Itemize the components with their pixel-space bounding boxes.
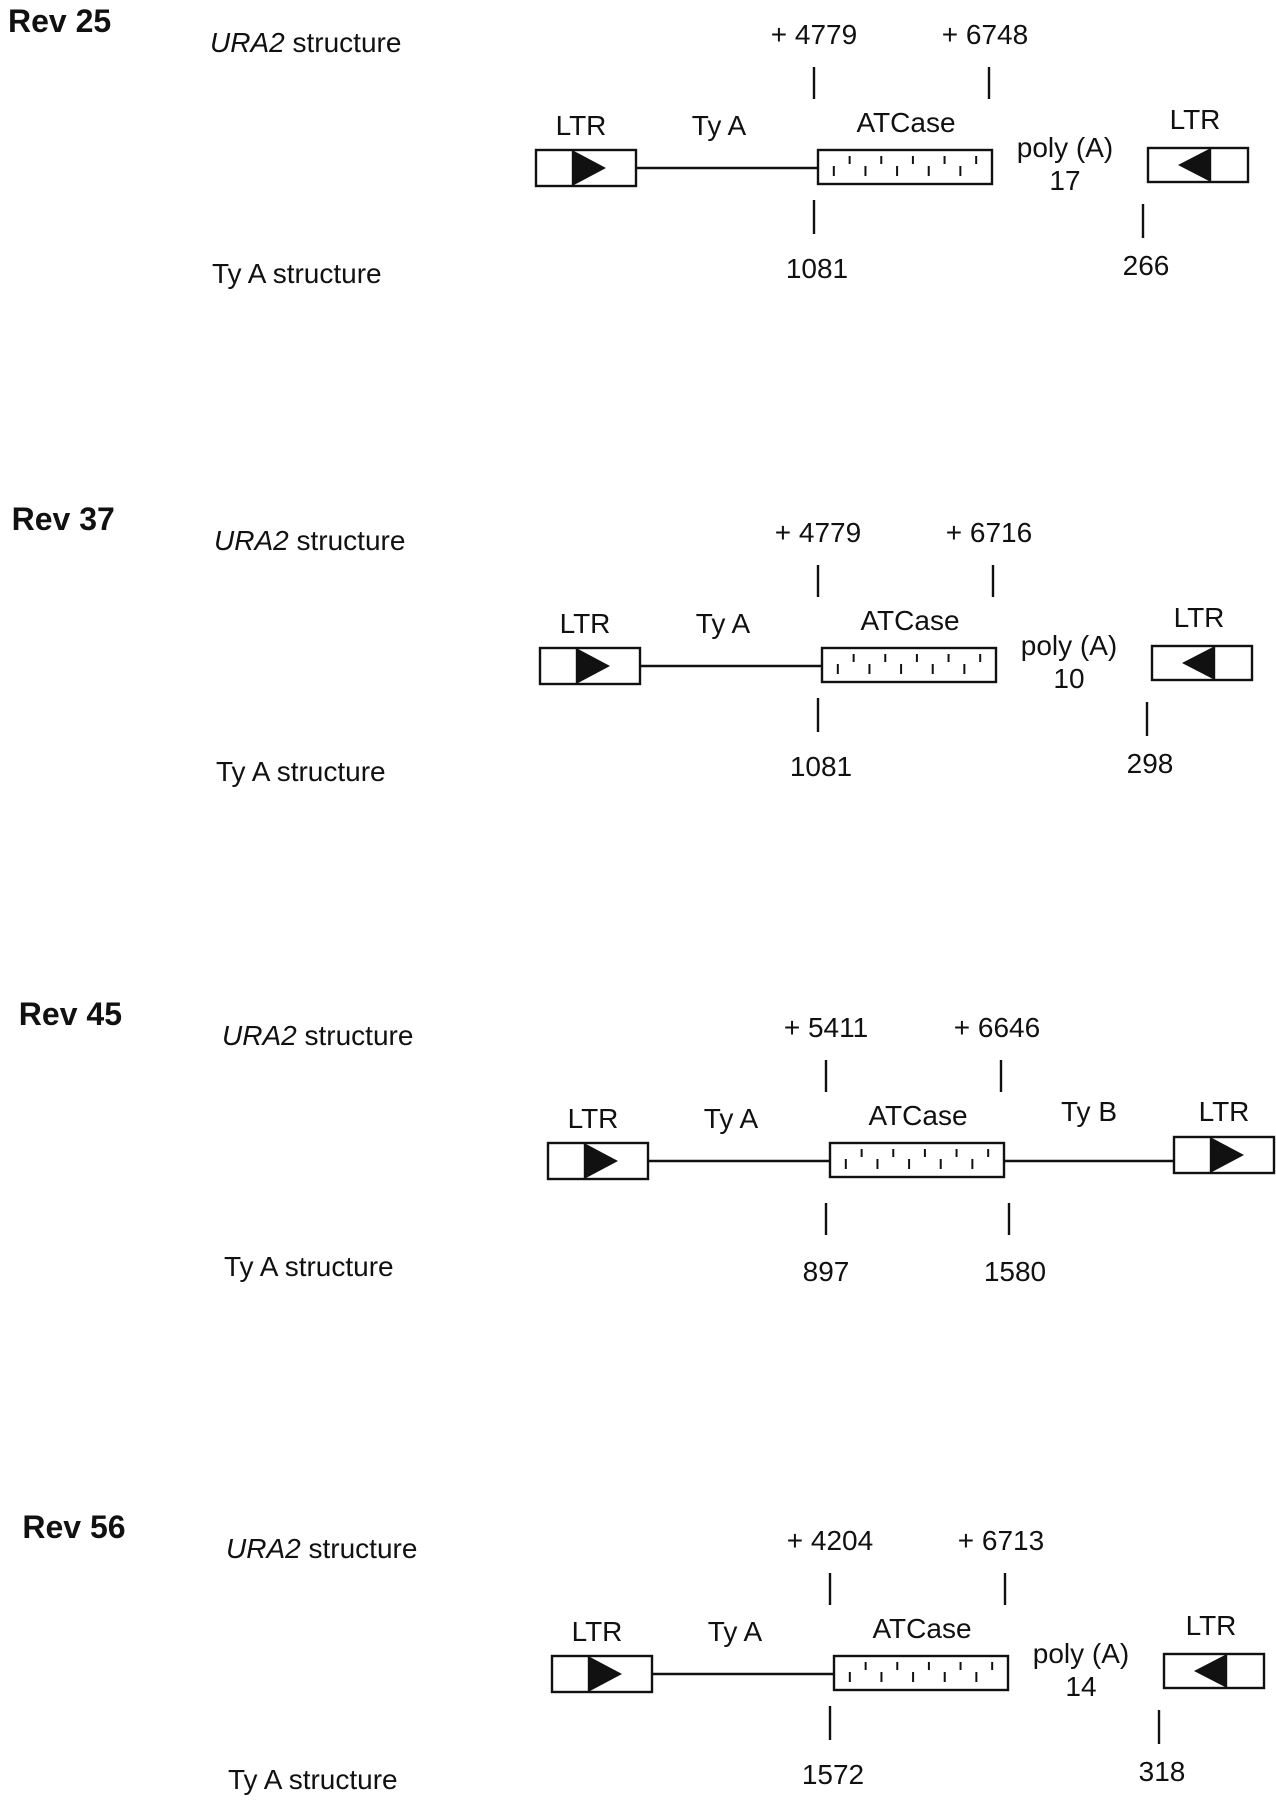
panel-title: Rev 56	[22, 1509, 125, 1545]
ura2-structure-label: URA2 structure	[226, 1533, 417, 1564]
panel-title: Rev 45	[19, 996, 122, 1032]
atcase-label: ATCase	[868, 1100, 967, 1131]
ltr-left-pointing-arrow-icon	[1178, 149, 1209, 181]
poly-a-count: 17	[1049, 165, 1080, 196]
poly-a-label: poly (A)	[1017, 132, 1113, 163]
tya-coord-label: 1081	[786, 253, 848, 284]
atcase-label: ATCase	[860, 605, 959, 636]
atcase-box	[832, 1654, 1010, 1692]
panel-rev-25: Rev 25 URA2 structure Ty A structure LTR Ty …	[8, 3, 1250, 289]
tya-coord-label: 298	[1127, 748, 1174, 779]
atcase-label: ATCase	[872, 1613, 971, 1644]
atcase-hatch	[832, 156, 978, 176]
ty-b-label: Ty B	[1061, 1096, 1117, 1127]
tya-structure-label: Ty A structure	[228, 1764, 398, 1795]
tya-coord-label: 1572	[802, 1759, 864, 1790]
ura2-coord-label: + 5411	[784, 1012, 868, 1043]
ty-a-label: Ty A	[704, 1103, 759, 1134]
panel-rev-45: Rev 45 URA2 structure Ty A structure LTR Ty …	[19, 996, 1276, 1287]
ura2-coord-label: + 4779	[771, 19, 857, 50]
ltr-left-arrow-icon	[574, 151, 606, 185]
poly-a-label: poly (A)	[1033, 1638, 1129, 1669]
atcase-hatch	[844, 1149, 990, 1169]
ltr-right-label: LTR	[1186, 1610, 1237, 1641]
ura2-structure-label: URA2 structure	[222, 1020, 413, 1051]
panel-title: Rev 37	[12, 501, 115, 537]
ltr-left-label: LTR	[568, 1103, 619, 1134]
atcase-box	[828, 1141, 1006, 1179]
ura2-coord-label: + 4204	[787, 1525, 873, 1556]
tya-structure-label: Ty A structure	[216, 756, 386, 787]
panel-rev-37: Rev 37 URA2 structure Ty A structure LTR Ty …	[12, 501, 1254, 787]
ltr-left-arrow-icon	[586, 1144, 618, 1178]
atcase-box	[816, 148, 994, 186]
ty-a-label: Ty A	[692, 110, 747, 141]
tya-coord-label: 1081	[790, 751, 852, 782]
tya-coord-label: 266	[1123, 250, 1170, 281]
ltr-right-label: LTR	[1174, 602, 1225, 633]
ura2-coord-label: + 4779	[775, 517, 861, 548]
ura2-structure-label: URA2 structure	[210, 27, 401, 58]
ltr-left-label: LTR	[572, 1616, 623, 1647]
ltr-left-label: LTR	[556, 110, 607, 141]
poly-a-count: 10	[1053, 663, 1084, 694]
tya-coord-label: 318	[1139, 1756, 1186, 1787]
ltr-right-arrow-icon	[1212, 1138, 1244, 1172]
ltr-left-arrow-icon	[578, 649, 610, 683]
tya-coord-label: 897	[803, 1256, 850, 1287]
ltr-left-arrow-icon	[590, 1657, 622, 1691]
ltr-left-pointing-arrow-icon	[1194, 1655, 1225, 1687]
poly-a-count: 14	[1065, 1671, 1096, 1702]
ty-a-label: Ty A	[696, 608, 751, 639]
ura2-coord-label: + 6748	[942, 19, 1028, 50]
ltr-right-label: LTR	[1170, 104, 1221, 135]
ura2-coord-label: + 6716	[946, 517, 1032, 548]
panel-title: Rev 25	[8, 3, 111, 39]
tya-coord-label: 1580	[984, 1256, 1046, 1287]
tya-structure-label: Ty A structure	[212, 258, 382, 289]
ltr-left-pointing-arrow-icon	[1182, 647, 1213, 679]
ura2-coord-label: + 6646	[954, 1012, 1040, 1043]
ltr-left-label: LTR	[560, 608, 611, 639]
panel-rev-56: Rev 56 URA2 structure Ty A structure LTR Ty …	[22, 1509, 1266, 1795]
atcase-hatch	[848, 1662, 994, 1682]
ltr-left-box	[534, 148, 638, 188]
ty-a-label: Ty A	[708, 1616, 763, 1647]
ltr-right-label: LTR	[1199, 1096, 1250, 1127]
atcase-box	[820, 646, 998, 684]
ura2-coord-label: + 6713	[958, 1525, 1044, 1556]
ura2-structure-label: URA2 structure	[214, 525, 405, 556]
atcase-label: ATCase	[856, 107, 955, 138]
atcase-hatch	[836, 654, 982, 674]
poly-a-label: poly (A)	[1021, 630, 1117, 661]
tya-structure-label: Ty A structure	[224, 1251, 394, 1282]
